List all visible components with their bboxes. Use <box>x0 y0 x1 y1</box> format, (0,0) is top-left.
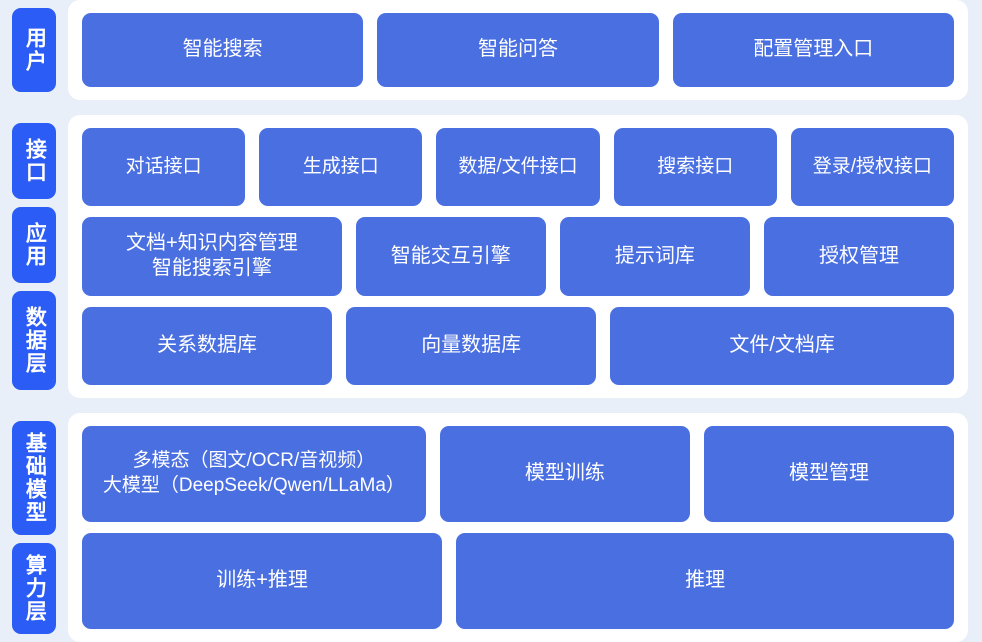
box-inference[interactable]: 推理 <box>456 533 954 629</box>
box-label-line2: 智能搜索引擎 <box>151 257 272 280</box>
row-application-services: 文档+知识内容管理 智能搜索引擎 智能交互引擎 提示词库 授权管理 <box>82 217 955 296</box>
layer-tag-application: 应用 <box>12 207 56 283</box>
box-smart-qa[interactable]: 智能问答 <box>377 13 659 87</box>
box-label: 训练+推理 <box>216 569 308 592</box>
box-vector-database[interactable]: 向量数据库 <box>346 306 597 385</box>
box-label: 智能问答 <box>477 38 558 61</box>
box-label: 推理 <box>685 569 726 592</box>
box-label: 智能交互引擎 <box>390 244 511 267</box>
box-label: 向量数据库 <box>421 334 522 357</box>
box-label: 模型训练 <box>524 462 605 485</box>
box-label: 生成接口 <box>302 156 379 177</box>
band-user: 用户 智能搜索 智能问答 配置管理入口 <box>0 0 982 100</box>
box-search-api[interactable]: 搜索接口 <box>613 128 777 207</box>
layer-tag-compute: 算力层 <box>12 543 56 634</box>
panel-middle: 对话接口 生成接口 数据/文件接口 搜索接口 登录/授权接口 文档+知识内容管理 <box>68 115 968 398</box>
box-label: 提示词库 <box>614 244 695 267</box>
box-label-line1: 多模态（图文/OCR/音视频） <box>132 450 376 472</box>
box-data-file-api[interactable]: 数据/文件接口 <box>436 128 600 207</box>
box-authorization-management[interactable]: 授权管理 <box>763 217 955 296</box>
box-label: 授权管理 <box>818 244 899 267</box>
box-model-training[interactable]: 模型训练 <box>439 426 690 522</box>
box-relational-database[interactable]: 关系数据库 <box>82 306 333 385</box>
box-config-management-entry[interactable]: 配置管理入口 <box>672 13 954 87</box>
rail-middle: 接口 应用 数据层 <box>0 115 68 398</box>
box-label: 模型管理 <box>788 462 869 485</box>
box-model-management[interactable]: 模型管理 <box>703 426 955 522</box>
layer-tag-foundation-model: 基础模型 <box>12 421 56 535</box>
layer-tag-interface: 接口 <box>12 123 56 199</box>
box-generation-api[interactable]: 生成接口 <box>259 128 423 207</box>
box-label: 配置管理入口 <box>753 38 874 61</box>
row-compute-capabilities: 训练+推理 推理 <box>82 533 954 629</box>
box-label-line1: 文档+知识内容管理 <box>126 231 298 254</box>
rail-user: 用户 <box>0 0 68 100</box>
box-smart-search[interactable]: 智能搜索 <box>82 13 364 87</box>
box-label: 搜索接口 <box>657 156 734 177</box>
band-base: 基础模型 算力层 多模态（图文/OCR/音视频） 大模型（DeepSeek/Qw… <box>0 413 982 642</box>
box-interaction-engine[interactable]: 智能交互引擎 <box>355 217 546 296</box>
box-label: 文件/文档库 <box>729 334 835 357</box>
row-model-capabilities: 多模态（图文/OCR/音视频） 大模型（DeepSeek/Qwen/LLaMa）… <box>82 426 955 522</box>
box-training-inference[interactable]: 训练+推理 <box>82 533 443 629</box>
rail-base: 基础模型 算力层 <box>0 413 68 642</box>
box-label: 数据/文件接口 <box>458 156 578 177</box>
box-label: 关系数据库 <box>157 334 258 357</box>
box-label: 智能搜索 <box>182 38 263 61</box>
panel-base: 多模态（图文/OCR/音视频） 大模型（DeepSeek/Qwen/LLaMa）… <box>68 413 968 642</box>
box-file-document-store[interactable]: 文件/文档库 <box>610 306 955 385</box>
box-label: 登录/授权接口 <box>812 156 933 177</box>
box-dialog-api[interactable]: 对话接口 <box>82 128 246 207</box>
box-doc-knowledge-management[interactable]: 文档+知识内容管理 智能搜索引擎 <box>82 217 342 296</box>
layer-tag-user: 用户 <box>12 8 56 92</box>
box-label: 对话接口 <box>125 156 202 177</box>
box-label-line2: 大模型（DeepSeek/Qwen/LLaMa） <box>102 475 405 496</box>
box-login-auth-api[interactable]: 登录/授权接口 <box>790 128 955 207</box>
layer-tag-data: 数据层 <box>12 291 56 390</box>
band-middle: 接口 应用 数据层 对话接口 生成接口 数据/文件接口 搜索接口 登录/授权接 <box>0 115 982 398</box>
row-data-stores: 关系数据库 向量数据库 文件/文档库 <box>82 306 955 385</box>
panel-user: 智能搜索 智能问答 配置管理入口 <box>68 0 968 100</box>
row-interface-apis: 对话接口 生成接口 数据/文件接口 搜索接口 登录/授权接口 <box>82 128 955 207</box>
box-prompt-library[interactable]: 提示词库 <box>559 217 750 296</box>
box-multimodal-large-model[interactable]: 多模态（图文/OCR/音视频） 大模型（DeepSeek/Qwen/LLaMa） <box>82 426 426 522</box>
